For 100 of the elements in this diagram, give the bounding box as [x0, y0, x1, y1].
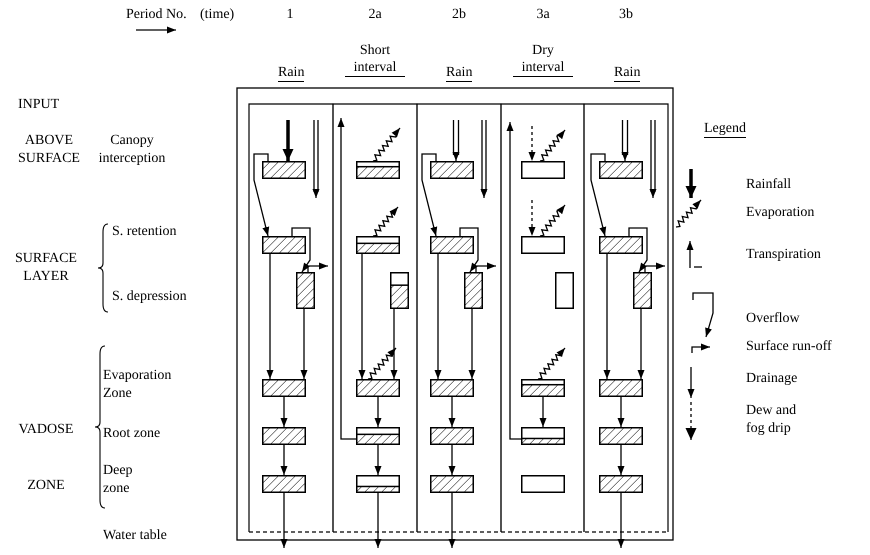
arrow [448, 397, 456, 427]
arrow [280, 445, 288, 475]
arrow [280, 397, 288, 427]
arrow [468, 309, 476, 379]
double-arrow [452, 119, 460, 162]
row-label: VADOSE ZONE [18, 421, 74, 495]
arrow [434, 254, 442, 379]
arrow [459, 227, 479, 272]
storage-box [262, 427, 306, 445]
arrow [338, 118, 356, 440]
row-label: SURFACE LAYER [14, 250, 78, 286]
storage-box [262, 236, 306, 254]
storage-box [555, 272, 574, 309]
legend-label: Dew and fog drip [746, 402, 798, 438]
storage-box [262, 161, 306, 179]
row-label: INPUT [18, 96, 60, 114]
arrow [374, 445, 382, 475]
period-number: 1 [286, 6, 294, 24]
arrow [280, 493, 288, 548]
wavy-arrow [538, 348, 566, 380]
wavy-arrow [540, 130, 566, 162]
storage-box [521, 475, 565, 493]
storage-box [599, 379, 643, 397]
axis-label: (time) [200, 6, 234, 24]
storage-box [430, 379, 474, 397]
arrow [266, 254, 274, 379]
storage-box [356, 379, 400, 397]
period-number: 3a [536, 6, 550, 24]
arrow [628, 227, 648, 272]
storage-box [464, 272, 483, 309]
arrow [448, 445, 456, 475]
arrow [253, 153, 270, 236]
arrow [300, 309, 308, 379]
storage-box [521, 161, 565, 179]
legend-label: Transpiration [746, 246, 821, 264]
row-label: S. depression [112, 288, 187, 306]
axis-label: Period No. [126, 6, 187, 24]
arrow [307, 262, 328, 272]
period-heading: Rain [446, 64, 472, 82]
wavy-arrow [368, 348, 396, 380]
arrow [644, 262, 665, 272]
bold-arrow [282, 120, 294, 161]
arrow [618, 397, 624, 427]
arrow [390, 309, 398, 379]
arrow [421, 153, 438, 236]
storage-box [356, 427, 400, 445]
arrow [475, 262, 496, 272]
period-number: 2b [452, 6, 466, 24]
arrow [618, 493, 624, 548]
row-label: Evaporation Zone [103, 367, 172, 403]
legend-label: Overflow [746, 310, 800, 328]
legend-title: Legend [704, 120, 746, 138]
period-number: 2a [368, 6, 382, 24]
storage-box [521, 427, 565, 445]
period-number: 3b [619, 6, 633, 24]
storage-box [599, 161, 643, 179]
dashed-arrow [528, 126, 536, 161]
legend-label: Evaporation [746, 204, 814, 222]
storage-box [521, 379, 565, 397]
row-label: ABOVE SURFACE [17, 132, 81, 168]
storage-box [430, 427, 474, 445]
storage-box [430, 475, 474, 493]
storage-box [356, 475, 400, 493]
dashed-arrow [528, 200, 536, 236]
legend-label: Drainage [746, 370, 798, 388]
legend-label: Surface run-off [746, 338, 832, 356]
storage-box [262, 379, 306, 397]
period-heading: Rain [278, 64, 304, 82]
row-label: Canopy interception [98, 132, 166, 168]
row-label: Water table [103, 527, 167, 545]
arrow [540, 397, 546, 427]
storage-box [356, 161, 400, 179]
storage-box [599, 475, 643, 493]
period-heading: Rain [614, 64, 640, 82]
storage-box [390, 272, 409, 309]
storage-box [430, 161, 474, 179]
storage-box [633, 272, 652, 309]
arrow [448, 493, 456, 548]
arrow [374, 397, 382, 427]
row-label: Root zone [103, 425, 160, 443]
arrow [506, 122, 521, 440]
row-label: S. retention [112, 223, 177, 241]
storage-box [430, 236, 474, 254]
period-heading: Short interval [345, 42, 405, 77]
double-arrow [622, 119, 628, 162]
storage-box [599, 427, 643, 445]
period-heading: Dry interval [513, 42, 573, 77]
arrow [590, 153, 606, 236]
wavy-arrow [540, 204, 566, 237]
arrow [638, 309, 644, 379]
wavy-arrow [372, 206, 398, 237]
arrow [291, 227, 311, 272]
arrow [358, 254, 366, 379]
storage-box [296, 272, 315, 309]
legend-label: Rainfall [746, 176, 792, 194]
storage-box [521, 236, 565, 254]
storage-box [599, 236, 643, 254]
arrow [618, 445, 624, 475]
row-label: Deep zone [103, 462, 134, 498]
arrow [374, 493, 382, 548]
